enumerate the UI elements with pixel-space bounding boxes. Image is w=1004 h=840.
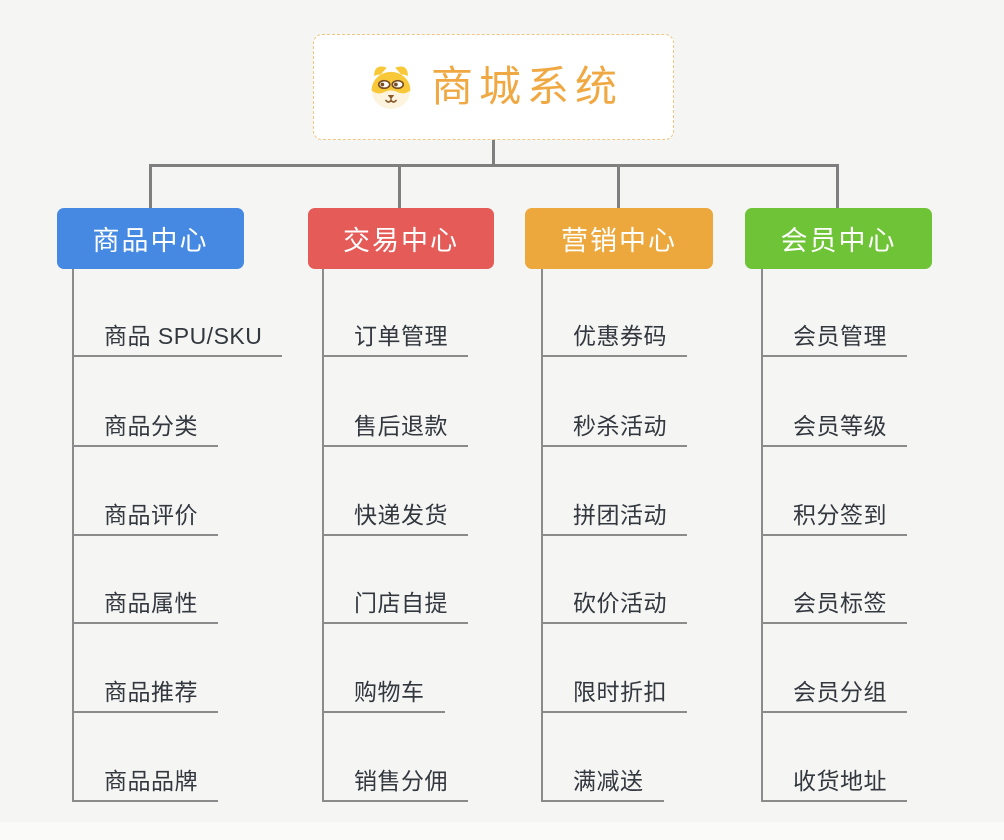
leaf-item[interactable]: 商品 SPU/SKU xyxy=(72,321,283,357)
dog-face-icon xyxy=(371,66,411,109)
leaf-item[interactable]: 砍价活动 xyxy=(541,588,687,624)
branch-label-members: 会员中心 xyxy=(780,226,897,256)
leaf-item[interactable]: 商品属性 xyxy=(72,588,218,624)
leaf-item[interactable]: 秒杀活动 xyxy=(541,411,687,447)
branch-box-trade[interactable]: 交易中心 xyxy=(308,208,494,269)
leaf-item[interactable]: 优惠券码 xyxy=(541,321,687,357)
leaf-item[interactable]: 商品品牌 xyxy=(72,766,218,802)
root-title: 商城系统 xyxy=(430,63,623,110)
leaf-item[interactable]: 会员管理 xyxy=(761,321,907,357)
leaf-item[interactable]: 会员等级 xyxy=(761,411,907,447)
bottom-strip xyxy=(0,822,1004,840)
connector-drop-marketing xyxy=(617,164,620,210)
leaf-item[interactable]: 限时折扣 xyxy=(541,677,687,713)
leaf-item[interactable]: 满减送 xyxy=(541,766,664,802)
leaf-item[interactable]: 购物车 xyxy=(322,677,445,713)
leaf-item[interactable]: 售后退款 xyxy=(322,411,468,447)
leaf-item[interactable]: 拼团活动 xyxy=(541,500,687,536)
branch-box-marketing[interactable]: 营销中心 xyxy=(525,208,713,269)
leaf-item[interactable]: 积分签到 xyxy=(761,500,907,536)
leaf-item[interactable]: 商品分类 xyxy=(72,411,218,447)
connector-drop-members xyxy=(836,164,839,210)
leaf-item[interactable]: 商品推荐 xyxy=(72,677,218,713)
branch-box-products[interactable]: 商品中心 xyxy=(57,208,244,269)
leaf-item[interactable]: 商品评价 xyxy=(72,500,218,536)
leaf-item[interactable]: 收货地址 xyxy=(761,766,907,802)
branch-label-products: 商品中心 xyxy=(92,226,209,256)
branch-label-marketing: 营销中心 xyxy=(561,226,677,256)
connector-drop-products xyxy=(149,164,152,210)
leaf-item[interactable]: 会员标签 xyxy=(761,588,907,624)
branch-label-trade: 交易中心 xyxy=(343,226,459,256)
leaf-item[interactable]: 销售分佣 xyxy=(322,766,468,802)
connector-drop-trade xyxy=(398,164,401,210)
connector-bus xyxy=(149,164,839,167)
root-node-mall-system[interactable]: 商城系统 xyxy=(313,34,674,140)
leaf-item[interactable]: 订单管理 xyxy=(322,321,468,357)
connector-root-stem xyxy=(492,140,495,166)
leaf-item[interactable]: 快递发货 xyxy=(322,500,468,536)
leaf-item[interactable]: 门店自提 xyxy=(322,588,468,624)
branch-box-members[interactable]: 会员中心 xyxy=(745,208,932,269)
leaf-item[interactable]: 会员分组 xyxy=(761,677,907,713)
